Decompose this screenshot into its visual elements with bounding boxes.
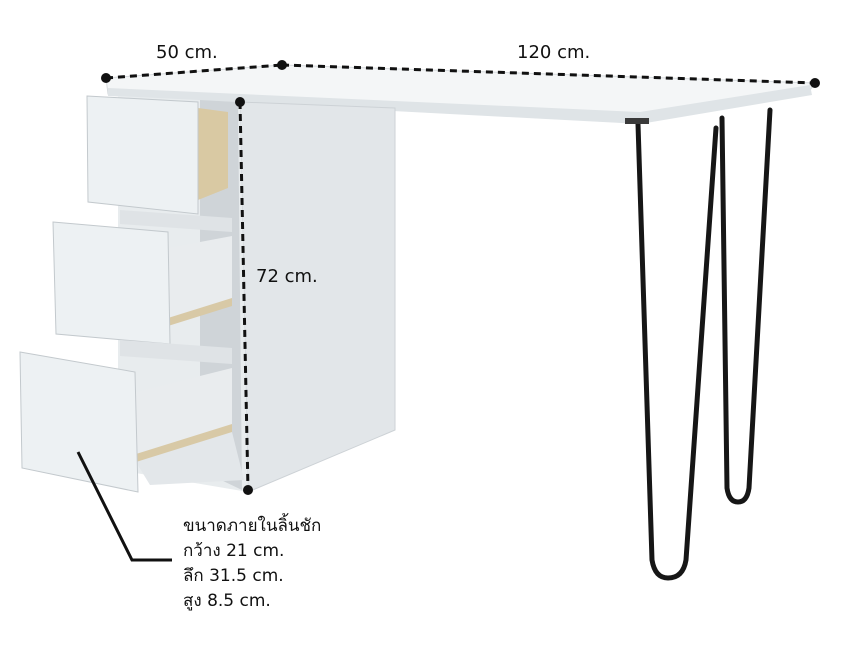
top-drawer-front — [86, 95, 199, 215]
height-label: 72 cm. — [256, 266, 318, 287]
width-label: 120 cm. — [517, 42, 591, 63]
drawer-inner-size-note: ขนาดภายในลิ้นชัก กว้าง 21 cm. ลึก 31.5 c… — [183, 514, 321, 614]
back-leg — [719, 107, 773, 505]
endpoint-dot — [810, 78, 820, 88]
width-dimension-line — [281, 63, 816, 85]
bottom-drawer-front — [19, 351, 139, 493]
drawer-note-width: กว้าง 21 cm. — [183, 541, 285, 561]
leg-mount-plate — [625, 118, 649, 124]
depth-label: 50 cm. — [156, 42, 218, 63]
dimension-endpoints — [101, 60, 820, 495]
drawer-leader-line — [76, 451, 172, 562]
hairpin-legs — [635, 107, 773, 581]
height-dimension-line — [238, 101, 250, 491]
top-drawer[interactable] — [86, 95, 228, 215]
drawer-note-height: สูง 8.5 cm. — [183, 591, 271, 611]
drawer-note-depth: ลึก 31.5 cm. — [183, 566, 284, 586]
middle-drawer-front — [52, 221, 171, 345]
endpoint-dot — [277, 60, 287, 70]
drawer-note-title: ขนาดภายในลิ้นชัก — [183, 516, 322, 536]
endpoint-dot — [243, 485, 253, 495]
desk-top-edge — [108, 85, 812, 124]
endpoint-dot — [235, 97, 245, 107]
front-leg — [635, 121, 719, 581]
dimension-lines — [105, 63, 816, 491]
depth-dimension-line — [105, 63, 283, 80]
middle-drawer[interactable] — [52, 210, 232, 345]
endpoint-dot — [101, 73, 111, 83]
cabinet-side-panel — [239, 101, 396, 493]
bottom-drawer[interactable] — [19, 340, 244, 493]
